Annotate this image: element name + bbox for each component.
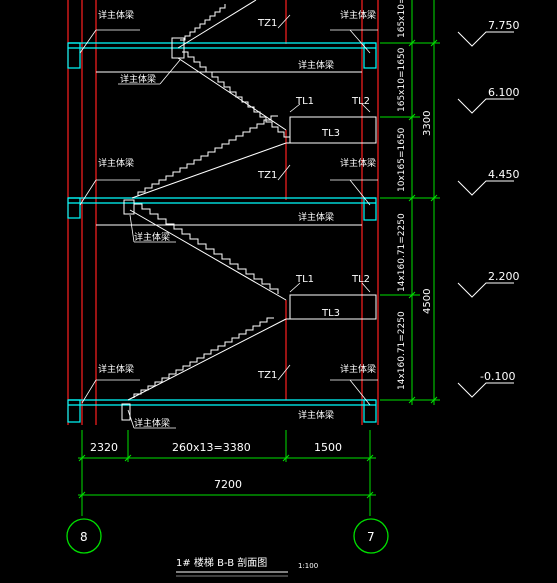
tl3-label: TL3 [321, 128, 340, 139]
beam-note: 详主体梁 [298, 59, 334, 71]
beam-note: 详主体梁 [134, 231, 170, 243]
horizontal-dim-text: 2320 260x13=3380 1500 7200 [90, 441, 342, 491]
elevation-5: -0.100 [480, 370, 515, 383]
beam-note: 详主体梁 [340, 363, 376, 375]
tz1-label: TZ1 [257, 370, 277, 381]
horizontal-dimensions [78, 430, 376, 516]
beam-note: 详主体梁 [98, 9, 134, 21]
dim-seg-2: 260x13=3380 [172, 441, 251, 454]
drawing-title: 1# 楼梯 B-B 剖面图 [176, 556, 267, 569]
beam-note: 详主体梁 [340, 9, 376, 21]
beam-note: 详主体梁 [98, 157, 134, 169]
dim-outer-1: 3300 [422, 111, 433, 136]
dim-outer-2: 4500 [422, 289, 433, 314]
floor-slabs [67, 42, 377, 423]
vertical-dimensions [380, 0, 440, 405]
elevation-3: 4.450 [488, 168, 520, 181]
elevation-1: 7.750 [488, 19, 520, 32]
grid-axis-8-label: 8 [80, 530, 88, 544]
tz1-label: TZ1 [257, 170, 277, 181]
dim-inner-5: 14x160.71=2250 [397, 311, 407, 390]
beam-note: 详主体梁 [120, 73, 156, 85]
beam-note: 详主体梁 [340, 157, 376, 169]
grid-bubble-7 [353, 518, 389, 554]
beam-note: 详主体梁 [298, 409, 334, 421]
dim-seg-1: 2320 [90, 441, 118, 454]
elevation-labels: 7.750 6.100 4.450 2.200 -0.100 [480, 19, 520, 383]
tz1-label: TZ1 [257, 18, 277, 29]
vertical-dim-text: 165x10= 165x10=1650 10x165=1650 14x160.7… [397, 0, 433, 390]
tl2-label: TL2 [351, 274, 370, 285]
grid-axis-7-label: 7 [367, 530, 375, 544]
grid-bubble-8 [66, 518, 102, 554]
tl2-label: TL2 [351, 96, 370, 107]
dim-total: 7200 [214, 478, 242, 491]
elevation-markers [457, 31, 514, 398]
elevation-2: 6.100 [488, 86, 520, 99]
dim-inner-2: 165x10=1650 [397, 47, 407, 112]
axis-lines [67, 0, 379, 425]
stair-flights [121, 0, 291, 421]
drawing-scale: 1:100 [298, 562, 318, 570]
grid-bubbles: 8 7 [66, 518, 389, 554]
dim-inner-1: 165x10= [397, 0, 407, 38]
beam-note: 详主体梁 [298, 211, 334, 223]
beam-note: 详主体梁 [98, 363, 134, 375]
drawing-title-block: 1# 楼梯 B-B 剖面图 1:100 [176, 556, 318, 577]
dim-inner-3: 10x165=1650 [397, 127, 407, 192]
tl3-label: TL3 [321, 308, 340, 319]
dim-inner-4: 14x160.71=2250 [397, 213, 407, 292]
dim-seg-3: 1500 [314, 441, 342, 454]
landings [96, 71, 377, 320]
elevation-4: 2.200 [488, 270, 520, 283]
leader-lines [79, 14, 378, 429]
tl1-label: TL1 [295, 96, 314, 107]
beam-note: 详主体梁 [134, 417, 170, 429]
tl1-label: TL1 [295, 274, 314, 285]
member-labels: 详主体梁 详主体梁 详主体梁 详主体梁 详主体梁 详主体梁 详主体梁 详主体梁 … [98, 9, 376, 429]
